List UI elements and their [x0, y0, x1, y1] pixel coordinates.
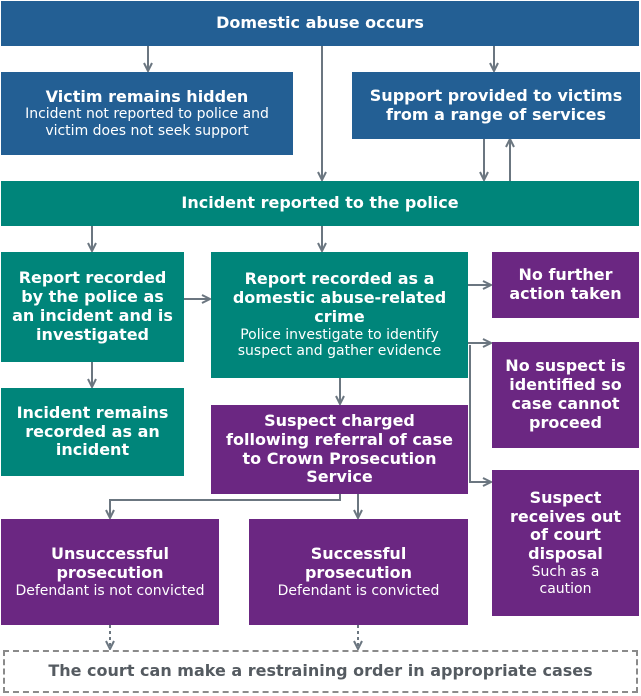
arrow-crime-to-out-of-court: [469, 345, 490, 482]
box-title: Domestic abuse occurs: [216, 13, 424, 33]
successful-prosecution-box: Successful prosecution Defendant is conv…: [249, 519, 468, 625]
box-title: Unsuccessful prosecution: [51, 543, 169, 582]
box-title: No suspect is identified so case cannot …: [505, 356, 626, 432]
box-subtitle: Such as a caution: [531, 564, 600, 597]
box-title: Incident reported to the police: [181, 193, 459, 213]
box-subtitle: Defendant is convicted: [277, 582, 440, 599]
box-subtitle: Police investigate to identify suspect a…: [237, 326, 442, 360]
out-of-court-disposal-box: Suspect receives out of court disposal S…: [492, 470, 639, 616]
suspect-charged-box: Suspect charged following referral of ca…: [211, 405, 468, 494]
box-title: Incident remains recorded as an incident: [16, 402, 169, 460]
box-subtitle: Defendant is not convicted: [15, 582, 205, 599]
recorded-as-incident-box: Report recorded by the police as an inci…: [1, 252, 184, 362]
unsuccessful-prosecution-box: Unsuccessful prosecution Defendant is no…: [1, 519, 219, 625]
box-title: Report recorded by the police as an inci…: [12, 268, 173, 344]
box-title: Suspect charged following referral of ca…: [226, 410, 453, 487]
no-further-action-box: No further action taken: [492, 252, 639, 318]
domestic-abuse-occurs-box: Domestic abuse occurs: [1, 1, 639, 46]
incident-reported-box: Incident reported to the police: [1, 181, 639, 226]
box-title: Suspect receives out of court disposal: [510, 487, 621, 564]
arrow-charged-to-unsuccessful: [110, 494, 341, 517]
incident-remains-box: Incident remains recorded as an incident: [1, 388, 184, 476]
box-title: Successful prosecution: [304, 543, 413, 582]
box-subtitle: Incident not reported to police and vict…: [25, 106, 269, 139]
box-title: Victim remains hidden: [45, 86, 249, 106]
victim-remains-hidden-box: Victim remains hidden Incident not repor…: [1, 72, 293, 155]
no-suspect-box: No suspect is identified so case cannot …: [492, 342, 639, 448]
support-provided-box: Support provided to victims from a range…: [352, 72, 640, 139]
recorded-as-crime-box: Report recorded as a domestic abuse-rela…: [211, 252, 468, 378]
box-title: Support provided to victims from a range…: [369, 85, 623, 124]
box-title: The court can make a restraining order i…: [48, 661, 593, 681]
box-title: No further action taken: [509, 265, 622, 303]
box-title: Report recorded as a domestic abuse-rela…: [232, 269, 447, 326]
restraining-order-box: The court can make a restraining order i…: [3, 650, 638, 693]
